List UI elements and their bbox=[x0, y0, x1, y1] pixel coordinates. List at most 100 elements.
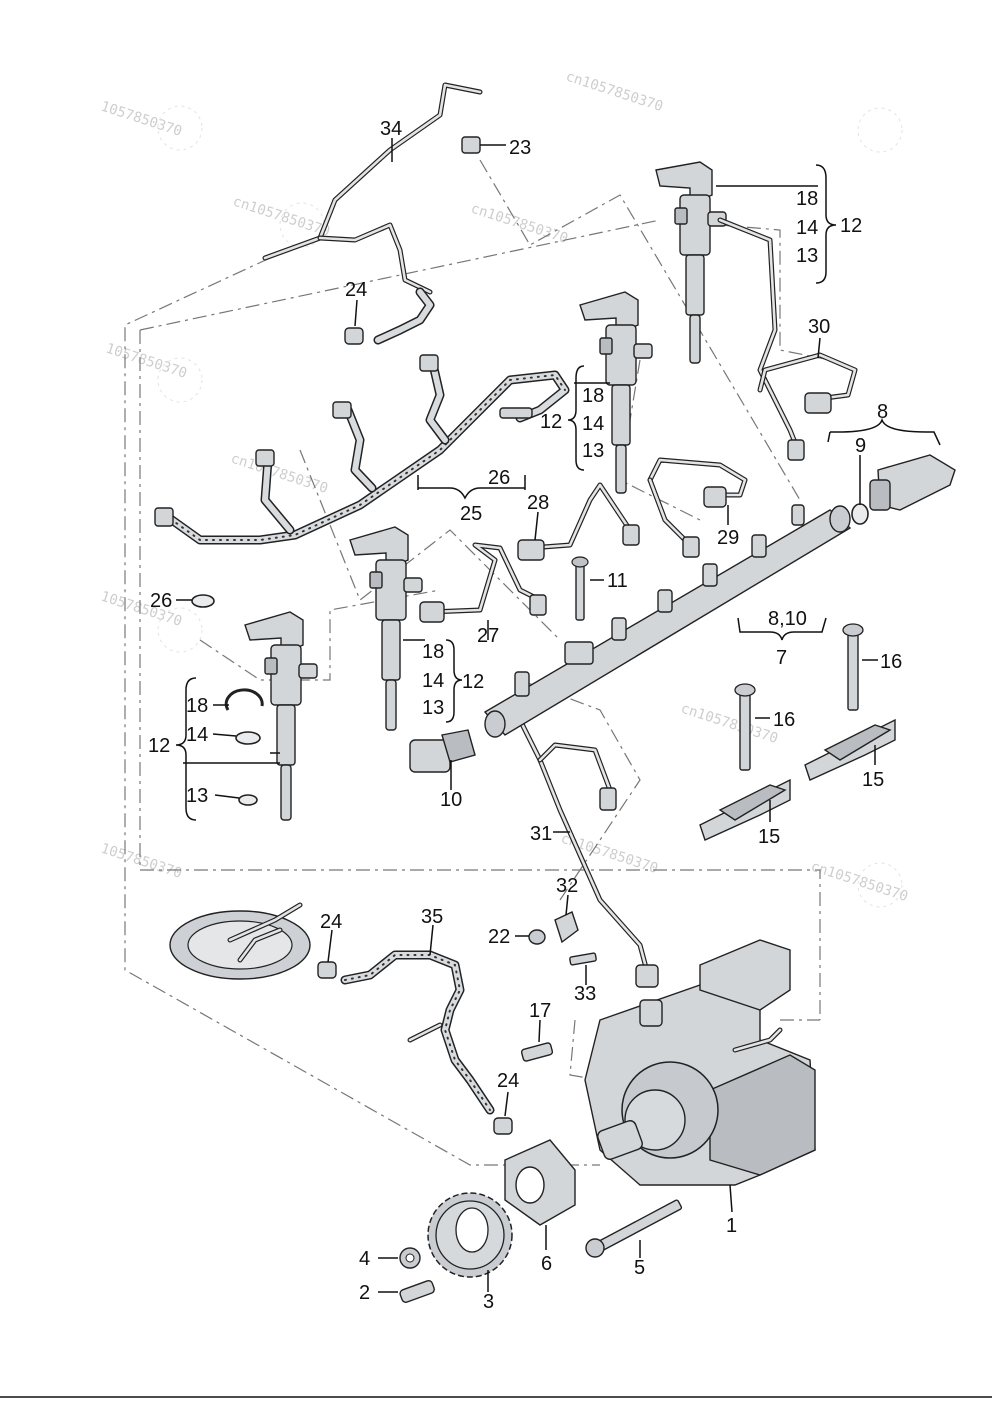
pipe-nut bbox=[419, 601, 445, 623]
label-6: 6 bbox=[541, 1253, 552, 1275]
bolt-16-upper bbox=[847, 629, 859, 711]
pipe-nut bbox=[682, 536, 700, 558]
pressure-valve-8 bbox=[851, 454, 956, 525]
watermark-text: 1057850370 bbox=[99, 841, 184, 882]
label-12: 12 bbox=[540, 411, 562, 433]
oring-26 bbox=[191, 594, 215, 608]
label-18: 18 bbox=[422, 641, 444, 663]
pipe-nut bbox=[703, 486, 727, 508]
label-34: 34 bbox=[380, 118, 402, 140]
label-13: 13 bbox=[422, 697, 444, 719]
screw-33 bbox=[569, 952, 597, 966]
leak-off-hose-top bbox=[262, 82, 483, 345]
bolt-11 bbox=[575, 559, 585, 621]
guide-line bbox=[139, 330, 821, 1020]
watermark-seal bbox=[157, 105, 203, 151]
pipe-nut bbox=[529, 594, 547, 616]
injector-seals bbox=[191, 594, 264, 806]
label-3: 3 bbox=[483, 1291, 494, 1313]
pipe-nut bbox=[622, 524, 640, 546]
hose-end bbox=[499, 407, 533, 419]
label-8-10: 8,10 bbox=[768, 608, 807, 630]
nut-22 bbox=[528, 929, 546, 945]
clamp-24-low bbox=[493, 1117, 513, 1135]
bolt-2 bbox=[399, 1279, 435, 1303]
watermark-seal bbox=[157, 607, 203, 653]
pipe-nut bbox=[635, 964, 659, 988]
fuel-rail bbox=[483, 504, 852, 738]
label-5: 5 bbox=[634, 1257, 645, 1279]
watermark-text: cn1057850370 bbox=[469, 201, 570, 247]
label-35: 35 bbox=[421, 906, 443, 928]
hose-connector bbox=[154, 507, 174, 527]
watermark-seal bbox=[157, 357, 203, 403]
injector-top-right bbox=[655, 161, 727, 364]
label-11: 11 bbox=[607, 570, 628, 592]
label-14: 14 bbox=[796, 217, 818, 239]
label-23: 23 bbox=[509, 137, 531, 159]
watermark-text: cn1057850370 bbox=[564, 69, 665, 115]
watermark-text: 1057850370 bbox=[104, 341, 189, 382]
fuel-hose-35 bbox=[317, 950, 513, 1135]
pressure-sensor-10 bbox=[409, 729, 476, 773]
label-31: 31 bbox=[530, 823, 552, 845]
banjo-32 bbox=[554, 911, 579, 944]
label-18: 18 bbox=[186, 695, 208, 717]
label-33: 33 bbox=[574, 983, 596, 1005]
label-12: 12 bbox=[840, 215, 862, 237]
label-27: 27 bbox=[477, 625, 499, 647]
watermark-text: cn1057850370 bbox=[809, 859, 910, 905]
watermark-seal bbox=[857, 862, 903, 908]
brackets bbox=[699, 623, 896, 841]
label-13: 13 bbox=[582, 440, 604, 462]
hose-connector bbox=[255, 449, 275, 467]
label-4: 4 bbox=[359, 1248, 370, 1270]
label-24: 24 bbox=[320, 911, 342, 933]
hose-connector bbox=[332, 401, 352, 419]
label-7: 7 bbox=[776, 647, 787, 669]
label-10: 10 bbox=[440, 789, 462, 811]
label-26: 26 bbox=[150, 590, 172, 612]
label-32: 32 bbox=[556, 875, 578, 897]
label-24: 24 bbox=[345, 279, 367, 301]
pipe-nut bbox=[599, 787, 617, 811]
clamp-24-top bbox=[344, 327, 364, 345]
pipe-nut bbox=[804, 392, 832, 414]
clamp-24-mid bbox=[317, 961, 337, 979]
guide-line bbox=[199, 589, 441, 681]
tank-flange bbox=[169, 902, 311, 980]
label-15: 15 bbox=[862, 769, 884, 791]
label-17: 17 bbox=[529, 1000, 551, 1022]
pipe-nut-28 bbox=[517, 539, 545, 561]
watermark-text: cn1057850370 bbox=[679, 701, 780, 747]
label-14: 14 bbox=[186, 724, 208, 746]
label-24: 24 bbox=[497, 1070, 519, 1092]
pipe-nut bbox=[787, 439, 805, 461]
bolt-17 bbox=[520, 1042, 554, 1062]
label-25: 25 bbox=[460, 503, 482, 525]
label-8: 8 bbox=[877, 401, 888, 423]
label-12: 12 bbox=[148, 735, 170, 757]
circlip-18 bbox=[224, 688, 264, 711]
seal-9 bbox=[851, 503, 869, 525]
label-14: 14 bbox=[582, 413, 604, 435]
washer-13 bbox=[238, 794, 258, 806]
label-9: 9 bbox=[855, 435, 866, 457]
guide-line bbox=[139, 219, 661, 331]
label-18: 18 bbox=[582, 385, 604, 407]
label-29: 29 bbox=[717, 527, 739, 549]
bolt-16-lower bbox=[739, 689, 751, 771]
injector-left bbox=[244, 611, 318, 821]
high-pressure-pump bbox=[584, 939, 816, 1186]
injector-middle bbox=[579, 291, 653, 494]
label-14: 14 bbox=[422, 670, 444, 692]
label-2: 2 bbox=[359, 1282, 370, 1304]
label-30: 30 bbox=[808, 316, 830, 338]
watermark-text: 1057850370 bbox=[99, 99, 184, 140]
high-pressure-pipes bbox=[419, 217, 858, 988]
label-brackets bbox=[175, 164, 941, 821]
label-15: 15 bbox=[758, 826, 780, 848]
drive-parts bbox=[399, 1139, 683, 1303]
label-22: 22 bbox=[488, 926, 510, 948]
label-28: 28 bbox=[527, 492, 549, 514]
